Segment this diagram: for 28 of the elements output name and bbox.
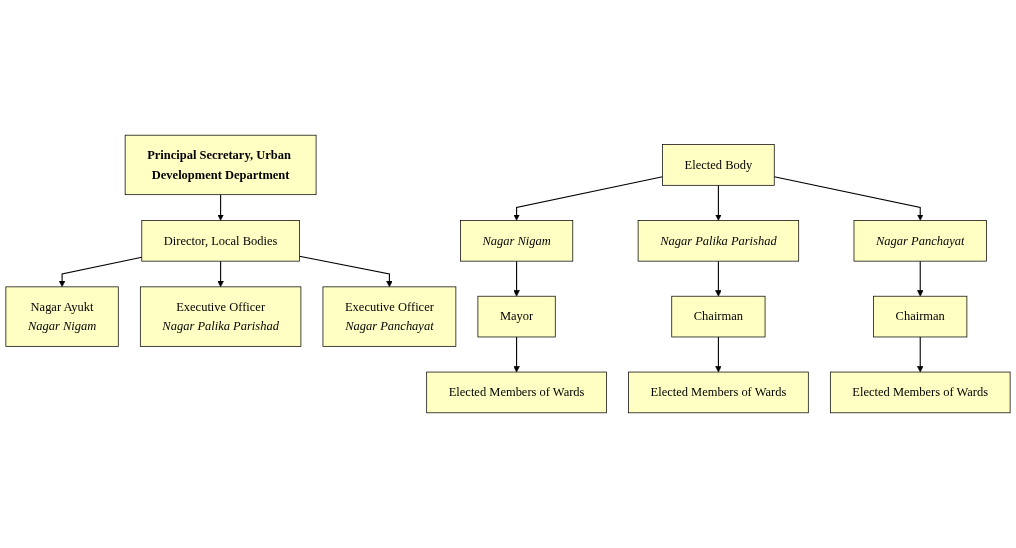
arrow <box>917 336 924 373</box>
node-box: Elected Members of Wards <box>426 371 607 414</box>
arrow <box>715 184 722 221</box>
node-box: Nagar Palika Parishad <box>637 220 800 262</box>
node-box: Nagar Nigam <box>460 220 574 262</box>
arrow <box>513 336 520 373</box>
node-box: Elected Members of Wards <box>829 371 1011 414</box>
arrow <box>513 176 664 221</box>
node-box: Executive Officer Nagar Panchayat <box>322 286 457 347</box>
node-box: Executive Officer Nagar Palika Parishad <box>139 286 302 347</box>
node-box: Nagar Panchayat <box>853 220 987 262</box>
arrow <box>715 336 722 373</box>
node-box: Principal Secretary, Urban Development Department <box>124 134 317 196</box>
arrow <box>58 256 143 288</box>
arrow <box>298 255 393 288</box>
node-box: Elected Members of Wards <box>628 371 809 414</box>
node-box: Nagar Ayukt Nagar Nigam <box>5 286 119 347</box>
arrow <box>715 260 722 297</box>
arrow <box>773 176 924 221</box>
node-box: Director, Local Bodies <box>141 220 300 262</box>
arrow <box>917 260 924 297</box>
node-box: Chairman <box>671 295 766 338</box>
arrow <box>513 260 520 297</box>
arrow <box>217 260 224 288</box>
node-box: Chairman <box>873 295 968 338</box>
arrow <box>217 194 224 221</box>
node-box: Elected Body <box>662 144 775 186</box>
node-box: Mayor <box>477 295 556 338</box>
